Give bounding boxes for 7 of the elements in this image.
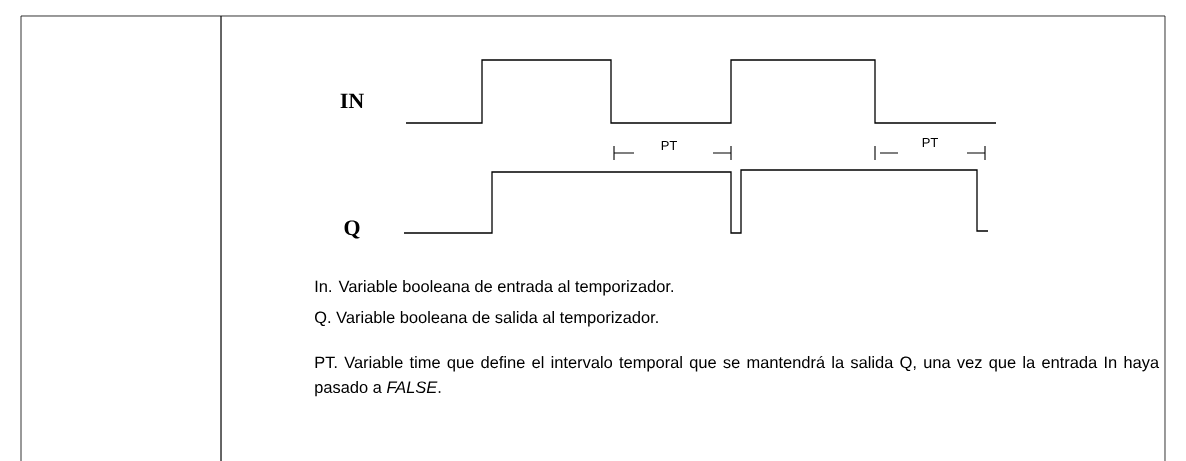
description-text: In. Variable booleana de entrada al temporizador. bbox=[315, 280, 673, 296]
description-text: PT. Variable time que define el intervalo temporal que se mantendrá la salida Q, una vez que la entrada In haya pasado a FALSE. bbox=[315, 355, 1160, 397]
dimension-label: PT bbox=[661, 141, 677, 150]
description-text: Q. Variable booleana de salida al temporizador. bbox=[315, 311, 658, 327]
signal-label: IN bbox=[340, 93, 364, 108]
dimension-label: PT bbox=[922, 138, 938, 147]
signal-label: Q bbox=[344, 220, 360, 239]
